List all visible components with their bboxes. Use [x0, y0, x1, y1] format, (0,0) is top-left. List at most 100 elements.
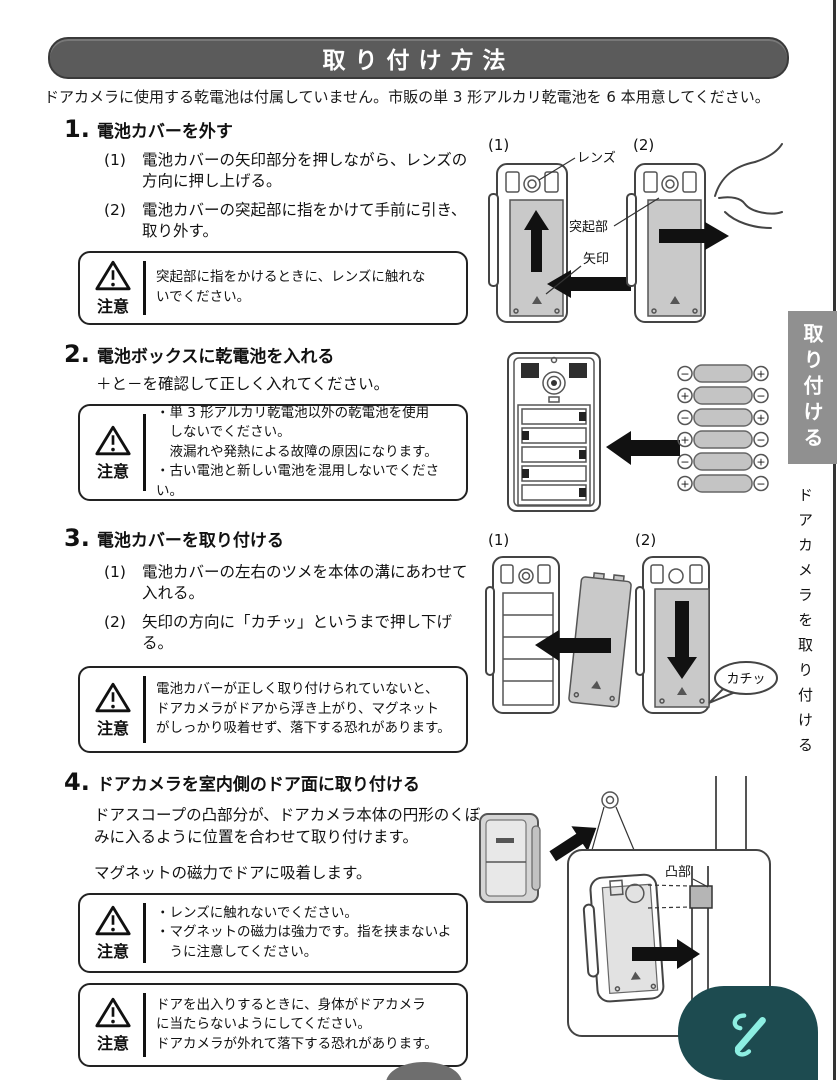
door-camera-open: [507, 352, 601, 512]
page-title: 取り付け方法: [48, 37, 789, 79]
peephole: [601, 791, 619, 809]
side-section-label: ドアカメラを取り付ける: [796, 487, 814, 762]
polarity-symbol: −: [680, 412, 689, 425]
caution-label: 注意: [96, 942, 129, 961]
attach-arrow: [549, 826, 597, 862]
step-1-items: (1) 電池カバーの矢印部分を押しながら、レンズの方向に押し上げる。 (2) 電…: [104, 150, 478, 250]
warning-triangle-icon: [95, 425, 131, 455]
step-4-title: ドアカメラを室内側のドア面に取り付ける: [96, 775, 420, 795]
caution-box-step3: 注意 電池カバーが正しく取り付けられていないと、 ドアカメラがドアから浮き上がり…: [78, 666, 468, 753]
polarity-symbol: −: [756, 390, 765, 403]
edit-fab-button[interactable]: [678, 986, 818, 1080]
caution-text: 電池カバーが正しく取り付けられていないと、 ドアカメラがドアから浮き上がり、マグ…: [156, 681, 451, 737]
caution-text: 突起部に指をかけるときに、レンズに触れな いでください。: [156, 269, 426, 305]
side-tab-install[interactable]: 取り付ける: [788, 311, 837, 464]
step-1-heading: 1. 電池カバーを外す: [64, 115, 233, 143]
list-item: (1) 電池カバーの左右のツメを本体の溝にあわせて入れる。: [104, 562, 478, 605]
up-arrow: [524, 210, 549, 272]
warning-triangle-icon: [95, 905, 131, 936]
polarity-symbol: +: [680, 390, 689, 403]
polarity-symbol: +: [680, 478, 689, 491]
item-text: 電池カバーの左右のツメを本体の溝にあわせて入れる。: [142, 563, 468, 603]
item-marker: (1): [104, 151, 126, 169]
door-camera-front-1: [488, 163, 568, 323]
protrusion-label: 凸部: [665, 865, 691, 880]
step-4-heading: 4. ドアカメラを室内側のドア面に取り付ける: [64, 768, 420, 796]
fit-left-arrow: [535, 630, 611, 661]
step-3-title: 電池カバーを取り付ける: [96, 531, 284, 551]
door-camera-covered: [635, 556, 710, 714]
caution-sign: 注意: [88, 996, 138, 1054]
item-text: 電池カバーの矢印部分を押しながら、レンズの方向に押し上げる。: [142, 151, 468, 191]
caution-box-step1: 注意 突起部に指をかけるときに、レンズに触れな いでください。: [78, 251, 468, 325]
figure-pane-label: (1): [488, 136, 509, 154]
polarity-symbol: −: [680, 368, 689, 381]
step-3-heading: 3. 電池カバーを取り付ける: [64, 524, 284, 552]
click-label: カチッ: [726, 672, 765, 687]
caution-text: ・単 3 形アルカリ乾電池以外の乾電池を使用 しないでください。 液漏れや発熱に…: [156, 404, 440, 499]
door-camera-open: [485, 556, 560, 714]
lens-label: レンズ: [577, 150, 616, 166]
step-3-number: 3.: [64, 524, 90, 552]
warning-triangle-icon: [95, 682, 131, 712]
camera-lens: [542, 371, 566, 395]
door-camera-front-2: [626, 163, 706, 323]
insert-left-arrow: [606, 431, 680, 465]
step-4-illustration: 凸部 ド: [479, 776, 771, 1037]
caution-label: 注意: [96, 1034, 129, 1053]
intro-text: ドアカメラに使用する乾電池は付属していません。市販の単 3 形アルカリ乾電池を …: [44, 88, 770, 106]
step-2-subtitle: ＋と－を確認して正しく入れてください。: [96, 375, 390, 393]
caution-sign: 注意: [88, 259, 138, 317]
item-marker: (2): [104, 612, 126, 631]
battery-bay: [517, 404, 591, 506]
item-text: 電池カバーの突起部に指をかけて手前に引き、取り外す。: [142, 200, 467, 241]
divider: [143, 261, 146, 315]
pen-scribble-icon: [732, 1013, 766, 1057]
item-marker: (1): [104, 563, 126, 581]
divider: [143, 903, 146, 963]
list-item: (2) 矢印の方向に「カチッ」というまで押し下げる。: [104, 612, 478, 655]
arrow-mark: [532, 296, 542, 304]
polarity-symbol: −: [756, 478, 765, 491]
figure-pane-label: (2): [635, 531, 656, 549]
divider: [143, 993, 146, 1057]
caution-box-step2: 注意 ・単 3 形アルカリ乾電池以外の乾電池を使用 しないでください。 液漏れや…: [78, 404, 468, 501]
step-1-number: 1.: [64, 115, 90, 143]
step-1-illustration: (1) (2): [488, 136, 783, 323]
step-3-items: (1) 電池カバーの左右のツメを本体の溝にあわせて入れる。 (2) 矢印の方向に…: [104, 562, 478, 662]
step-4-number: 4.: [64, 768, 90, 796]
press-right-arrow: [632, 939, 700, 969]
caution-box-step4b: 注意 ドアを出入りするときに、身体がドアカメラ に当たらないようにしてください。…: [78, 983, 468, 1067]
peephole-protrusion: [689, 885, 713, 909]
figure-pane-label: (2): [633, 136, 654, 154]
hand: [714, 143, 783, 229]
step-2-number: 2.: [64, 340, 90, 368]
step-3-illustration: (1) (2): [485, 531, 778, 714]
divider: [143, 414, 146, 491]
polarity-symbol: −: [680, 456, 689, 469]
caution-text: ・レンズに触れないでください。 ・マグネットの磁力は強力です。指を挟まないよ う…: [156, 904, 452, 960]
list-item: (2) 電池カバーの突起部に指をかけて手前に引き、取り外す。: [104, 200, 478, 243]
polarity-symbol: +: [756, 368, 765, 381]
page-number-badge: [386, 1062, 462, 1080]
step-1-title: 電池カバーを外す: [96, 122, 233, 142]
caution-label: 注意: [96, 297, 129, 316]
warning-triangle-icon: [95, 260, 131, 291]
pull-right-arrow: [659, 222, 729, 250]
caution-label: 注意: [96, 461, 129, 481]
polarity-symbol: +: [680, 434, 689, 447]
side-tab-label: 取り付ける: [800, 322, 824, 453]
door-camera-3d: [479, 813, 541, 903]
step-2-title: 電池ボックスに乾電池を入れる: [96, 347, 335, 367]
lens: [523, 175, 541, 193]
arrow-label: 矢印: [583, 252, 609, 267]
polarity-symbol: −: [756, 434, 765, 447]
caution-sign: 注意: [88, 424, 138, 482]
caution-text: ドアを出入りするときに、身体がドアカメラ に当たらないようにしてください。 ドア…: [156, 996, 438, 1052]
protrusion-label: 突起部: [569, 219, 608, 235]
divider: [143, 676, 146, 743]
caution-box-step4a: 注意 ・レンズに触れないでください。 ・マグネットの磁力は強力です。指を挟まない…: [78, 893, 468, 973]
step-4-body: ドアスコープの凸部分が、ドアカメラ本体の円形のくぼみに入るように位置を合わせて取…: [94, 806, 481, 846]
item-text: 矢印の方向に「カチッ」というまで押し下げる。: [142, 612, 453, 653]
